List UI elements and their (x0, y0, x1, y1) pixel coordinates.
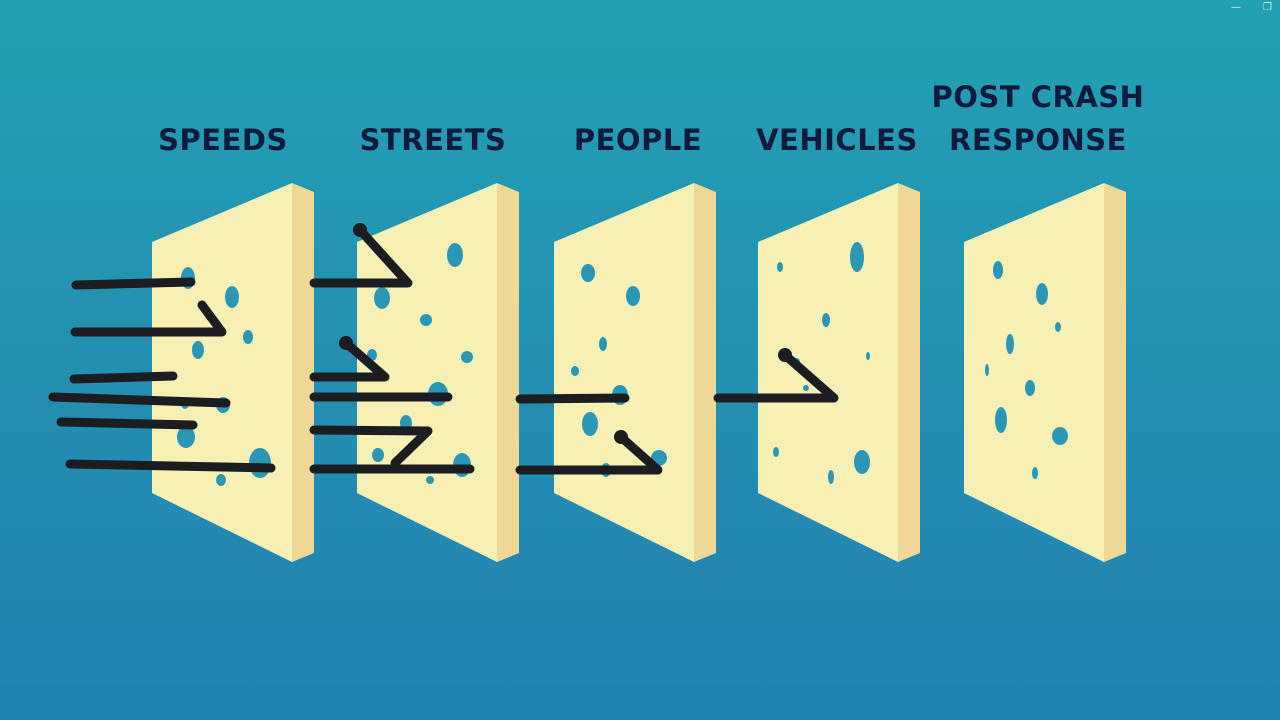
cheese-hole (866, 352, 870, 360)
cheese-hole (828, 470, 834, 484)
hazard-trajectory-line (71, 277, 196, 290)
hazard-trajectory-line (515, 393, 630, 404)
cheese-hole (854, 450, 870, 474)
hazard-trajectory-line (69, 371, 178, 384)
layer-label-people: PEOPLE (573, 123, 703, 157)
cheese-hole (426, 476, 434, 484)
cheese-hole (995, 407, 1007, 433)
cheese-hole (1055, 322, 1061, 332)
cheese-hole (1052, 427, 1068, 445)
cheese-hole (461, 351, 473, 363)
cheese-hole (777, 262, 783, 272)
trajectory-end-dot (353, 223, 367, 237)
layer-label-speeds: SPEEDS (158, 123, 288, 157)
layer-label-streets: STREETS (359, 123, 507, 157)
cheese-hole (225, 286, 239, 308)
window-controls: — ❐ (1231, 2, 1272, 13)
cheese-hole (773, 447, 779, 457)
hazard-trajectory-line (309, 338, 390, 382)
hazard-trajectory-line (70, 300, 227, 337)
trajectory-end-dot (614, 430, 628, 444)
hazard-trajectory-line (48, 392, 231, 408)
cheese-hole (822, 313, 830, 327)
cheese-hole (177, 426, 195, 448)
cheese-slice-post-crash-response (964, 183, 1126, 562)
cheese-hole (985, 364, 989, 376)
cheese-hole (803, 385, 809, 391)
cheese-hole (581, 264, 595, 282)
cheese-hole (249, 448, 271, 478)
cheese-hole (582, 412, 598, 436)
cheese-hole (1032, 467, 1038, 479)
cheese-hole (599, 337, 607, 351)
trajectory-end-dot (339, 336, 353, 350)
hazard-trajectory-line (56, 417, 198, 430)
cheese-hole (626, 286, 640, 306)
layer-label-post-crash-response: POST CRASH RESPONSE (931, 80, 1145, 157)
minimize-icon[interactable]: — (1231, 2, 1242, 13)
cheese-hole (420, 314, 432, 326)
hazard-trajectory-line (713, 350, 839, 403)
cheese-slice-people (554, 183, 716, 562)
cheese-hole (1036, 283, 1048, 305)
hazard-trajectory-line (65, 459, 276, 473)
cheese-hole (993, 261, 1003, 279)
cheese-hole (374, 287, 390, 309)
cheese-hole (372, 448, 384, 462)
cheese-hole (192, 341, 204, 359)
restore-icon[interactable]: ❐ (1263, 2, 1272, 13)
cheese-hole (1006, 334, 1014, 354)
hazard-trajectory-line (309, 225, 413, 288)
cheese-slice-speeds (152, 183, 314, 562)
hazard-trajectory-line (515, 432, 663, 475)
cheese-hole (850, 242, 864, 272)
cheese-hole (243, 330, 253, 344)
trajectory-end-dot (778, 348, 792, 362)
cheese-hole (447, 243, 463, 267)
cheese-slice-vehicles (758, 183, 920, 562)
hazard-trajectory-line (309, 425, 433, 468)
cheese-hole (571, 366, 579, 376)
cheese-hole (1025, 380, 1035, 396)
cheese-hole (216, 474, 226, 486)
layer-label-vehicles: VEHICLES (756, 123, 918, 157)
